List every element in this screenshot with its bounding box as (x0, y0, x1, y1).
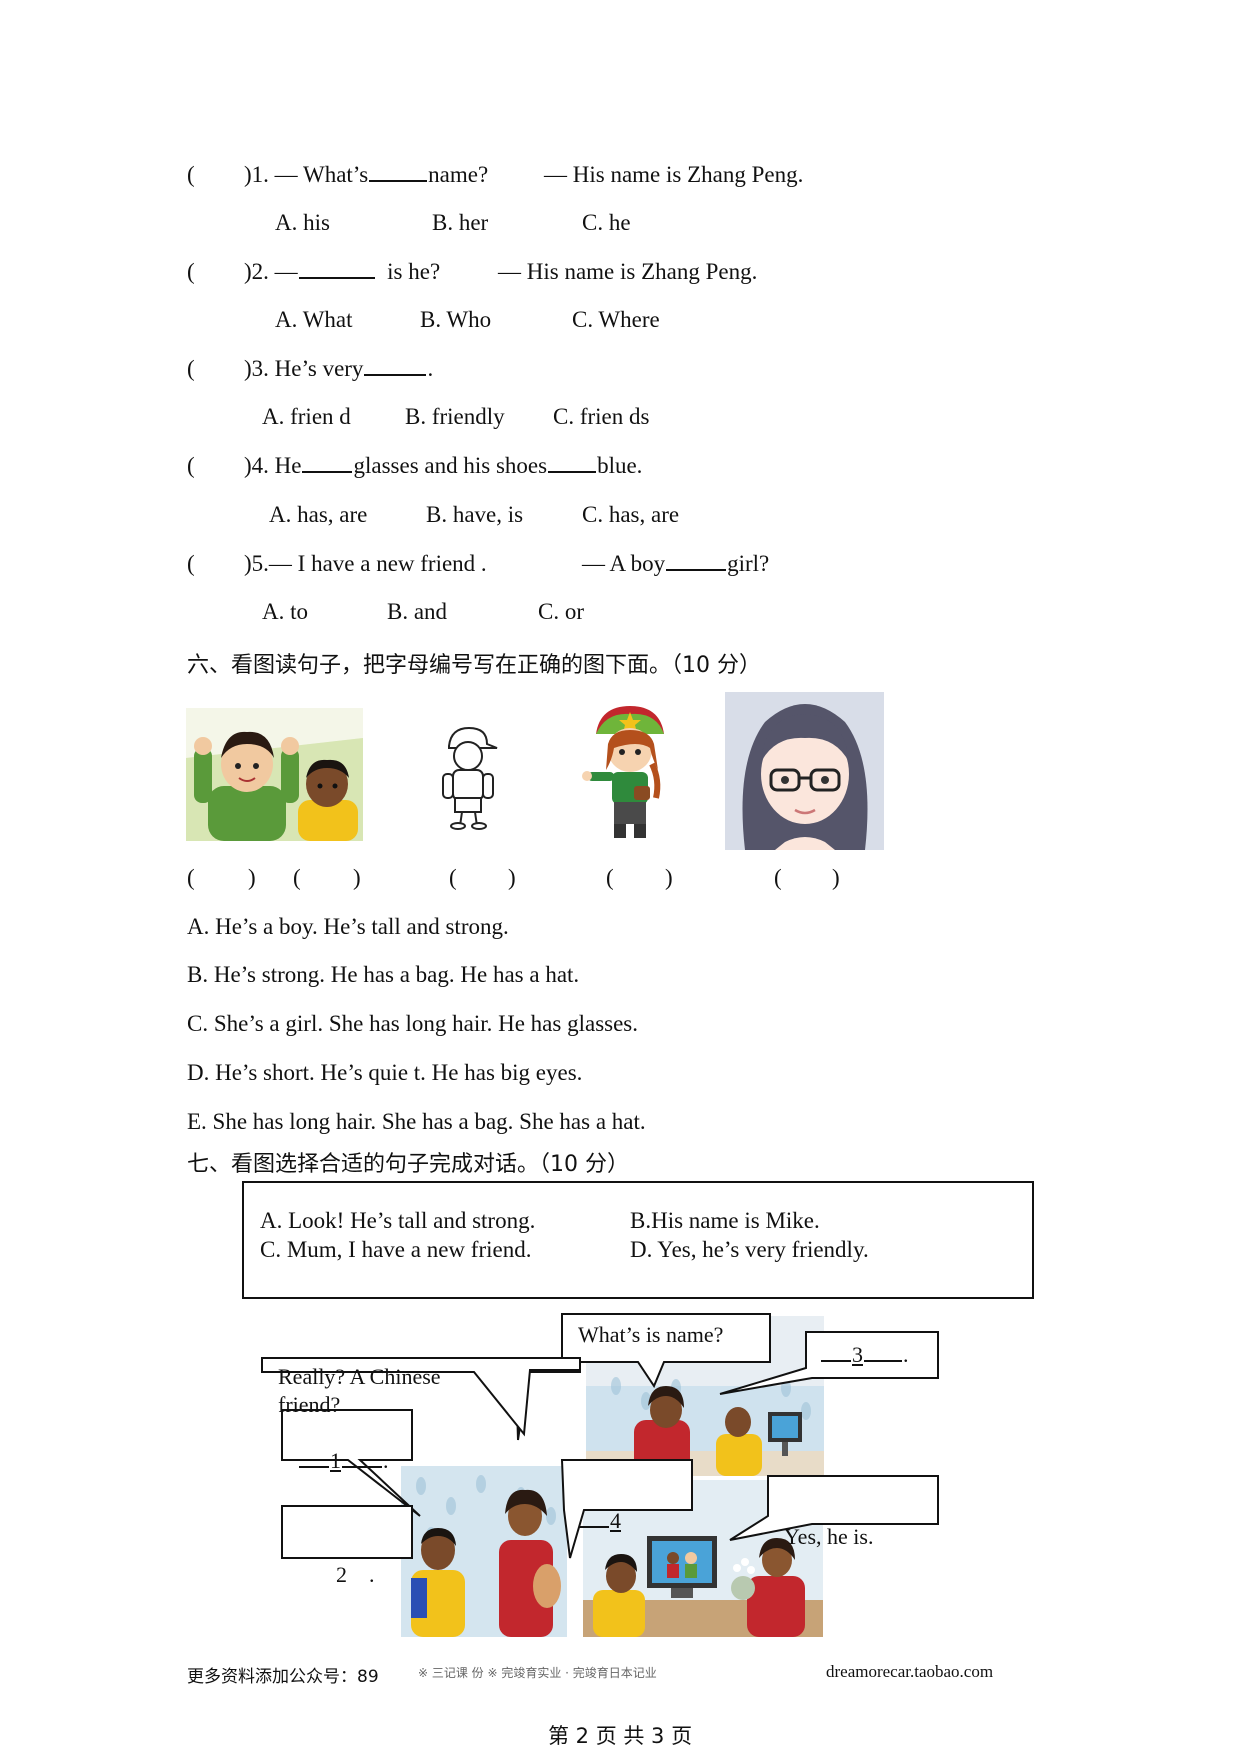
q1-paren: ( (187, 162, 195, 187)
q4-stem: )4. He glasses and his shoes blue. (244, 454, 642, 477)
sentence-a: A. He’s a boy. He’s tall and strong. (187, 914, 509, 939)
bubble-4-number: 4 (610, 1508, 621, 1533)
q4-suffix: blue. (597, 453, 643, 478)
q4-option-c: C. has, are (582, 502, 680, 527)
answer-bracket-4-open: ( (606, 865, 614, 890)
bubble-yes: Yes, he is. (784, 1524, 874, 1549)
option-b: B.His name is Mike. (630, 1208, 820, 1233)
bubble-1: 1. (298, 1448, 389, 1474)
q2-paren: ( (187, 259, 195, 284)
bubble-3-blank-left (821, 1359, 851, 1362)
q5-answer: — A boy girl? (582, 552, 769, 575)
option-c: C. Mum, I have a new friend. (260, 1237, 532, 1262)
q5-blank (666, 568, 727, 571)
answer-bracket-5-open: ( (774, 865, 782, 890)
q1-option-c: C. he (582, 210, 631, 235)
q3-stem: )3. He’s very. (244, 357, 433, 380)
q1-stem: )1. — What’s name? (244, 163, 488, 186)
option-a: A. Look! He’s tall and strong. (260, 1208, 536, 1233)
q3-option-c: C. frien ds (553, 404, 650, 429)
answer-bracket-3-open: ( (449, 865, 457, 890)
footer-right: dreamorecar.taobao.com (826, 1662, 994, 1681)
page-number: 第 2 页 共 3 页 (548, 1724, 693, 1748)
picture-girl-glasses (725, 692, 884, 850)
bubble-2-number: 2 (336, 1562, 347, 1587)
bubble-4-blank-left (579, 1525, 609, 1528)
q2-option-a: A. What (275, 307, 353, 332)
sentence-d: D. He’s short. He’s quie t. He has big e… (187, 1060, 583, 1085)
bubble-really-line-2: friend? (278, 1392, 341, 1417)
answer-bracket-2-open: ( (293, 865, 301, 890)
q4-blank-2 (548, 470, 597, 473)
sentence-c: C. She’s a girl. She has long hair. He h… (187, 1011, 639, 1036)
q5-option-b: B. and (387, 599, 448, 624)
option-d: D. Yes, he’s very friendly. (630, 1237, 869, 1262)
bubble-3-number: 3 (852, 1342, 863, 1367)
picture-outline-boy (435, 722, 501, 830)
options-box: A. Look! He’s tall and strong. B.His nam… (242, 1181, 1034, 1299)
scene-boy-and-mother (401, 1466, 567, 1637)
bubble-4: 4 (578, 1508, 621, 1534)
bubble-3-blank-right (864, 1359, 902, 1362)
q4-paren: ( (187, 453, 195, 478)
section-6-title: 六、看图读句子，把字母编号写在正确的图下面。（10 分） (187, 653, 761, 678)
q1-option-a: A. his (275, 210, 330, 235)
q1-blank (369, 179, 428, 182)
q2-option-b: B. Who (420, 307, 492, 332)
bubble-3: 3. (820, 1342, 909, 1368)
picture-girl-red-hat (578, 700, 681, 843)
answer-bracket-3-close: ) (508, 865, 516, 890)
q1-prefix: )1. — What’s (244, 162, 369, 187)
q3-prefix: )3. He’s very (244, 356, 364, 381)
bubble-2: 2 . (336, 1562, 375, 1587)
section-7-title: 七、看图选择合适的句子完成对话。（10 分） (187, 1152, 629, 1177)
q1-suffix: name? (428, 162, 489, 187)
bubble-whats-name: What’s is name? (578, 1322, 724, 1347)
q1-answer: — His name is Zhang Peng. (544, 162, 804, 187)
bubble-really-line-1: Really? A Chinese (278, 1364, 441, 1389)
q3-suffix: . (427, 356, 434, 381)
q3-blank (364, 373, 427, 376)
q4-prefix: )4. He (244, 453, 302, 478)
answer-bracket-1-open: ( (187, 865, 195, 890)
q3-option-b: B. friendly (405, 404, 505, 429)
bubble-1-blank-left (299, 1465, 329, 1468)
bubble-1-blank-right (342, 1465, 382, 1468)
speech-bubble-outlines (261, 1313, 939, 1559)
answer-bracket-4-close: ) (665, 865, 673, 890)
q1-option-b: B. her (432, 210, 489, 235)
q5-paren: ( (187, 551, 195, 576)
q5-option-c: C. or (538, 599, 584, 624)
q2-stem: )2. — is he? (244, 260, 440, 283)
q5-stem: )5.— I have a new friend . (244, 551, 487, 576)
answer-bracket-1-close: ) (248, 865, 256, 890)
q2-suffix: is he? (387, 259, 441, 284)
picture-two-boys (186, 708, 363, 841)
q2-blank (298, 276, 375, 279)
bubble-1-number: 1 (330, 1448, 341, 1473)
q2-prefix: )2. — (244, 259, 298, 284)
q3-paren: ( (187, 356, 195, 381)
footer-left: 更多资料添加公众号：89 (187, 1667, 379, 1687)
q4-option-a: A. has, are (269, 502, 368, 527)
q4-option-b: B. have, is (426, 502, 524, 527)
sentence-b: B. He’s strong. He has a bag. He has a h… (187, 962, 580, 987)
q2-option-c: C. Where (572, 307, 660, 332)
answer-bracket-2-close: ) (353, 865, 361, 890)
q2-answer: — His name is Zhang Peng. (498, 259, 758, 284)
q5-answer-prefix: — A boy (582, 551, 666, 576)
q5-answer-suffix: girl? (727, 551, 770, 576)
footer-middle: ※ 三记课 份 ※ 完竣育实业 · 完竣育日本记业 (418, 1666, 657, 1680)
q4-blank-1 (302, 470, 353, 473)
q5-option-a: A. to (262, 599, 308, 624)
sentence-e: E. She has long hair. She has a bag. She… (187, 1109, 646, 1134)
answer-bracket-5-close: ) (832, 865, 840, 890)
q3-option-a: A. frien d (262, 404, 351, 429)
q4-mid: glasses and his shoes (353, 453, 548, 478)
